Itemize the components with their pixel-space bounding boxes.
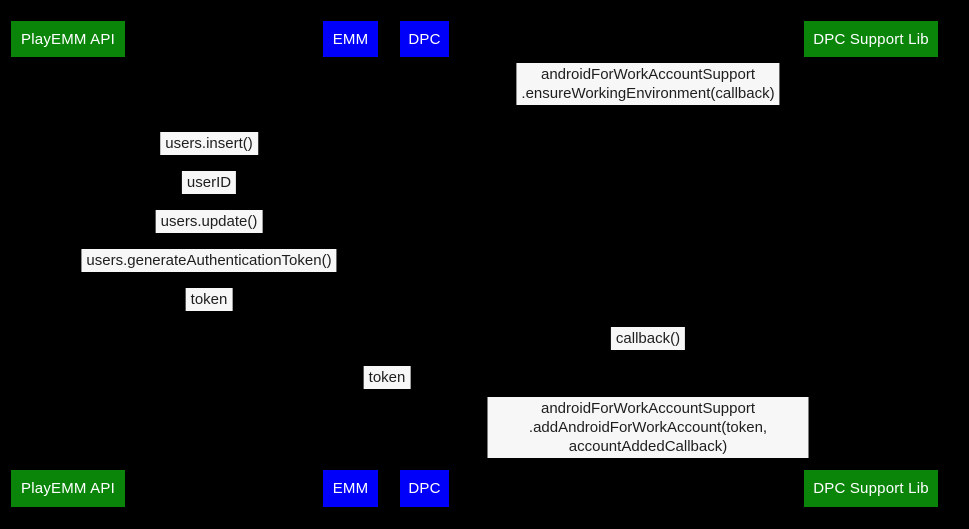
message-callback: callback() xyxy=(610,327,686,350)
actor-dpc-support-lib-bottom: DPC Support Lib xyxy=(804,470,938,507)
message-token-return: token xyxy=(185,288,233,311)
actor-dpc-top: DPC xyxy=(400,21,449,57)
actor-emm-top: EMM xyxy=(323,21,378,57)
message-token-forward: token xyxy=(363,366,411,389)
message-users-generate-authentication-token: users.generateAuthenticationToken() xyxy=(81,249,337,272)
message-add-android-for-work-account: androidForWorkAccountSupport .addAndroid… xyxy=(487,397,809,458)
message-user-id: userID xyxy=(181,171,237,194)
actor-playemm-api-top: PlayEMM API xyxy=(11,21,125,57)
message-users-update: users.update() xyxy=(155,210,263,233)
actor-dpc-support-lib-top: DPC Support Lib xyxy=(804,21,938,57)
message-ensure-working-environment: androidForWorkAccountSupport .ensureWork… xyxy=(516,63,780,105)
actor-emm-bottom: EMM xyxy=(323,470,378,507)
actor-playemm-api-bottom: PlayEMM API xyxy=(11,470,125,507)
message-users-insert: users.insert() xyxy=(160,132,258,155)
actor-dpc-bottom: DPC xyxy=(400,470,449,507)
